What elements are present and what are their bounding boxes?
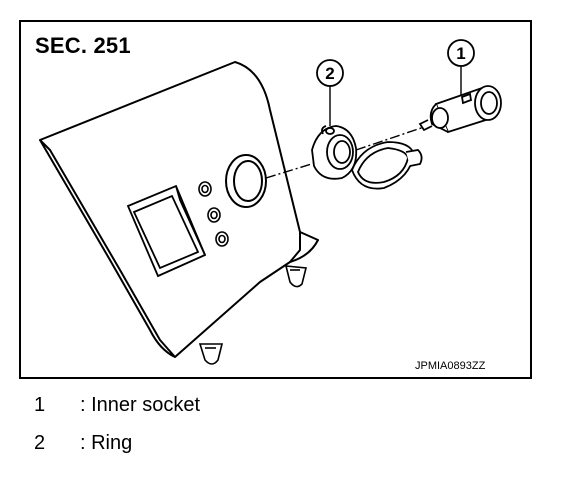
callout-2-number: 2 — [325, 64, 334, 83]
ring-part — [311, 125, 423, 190]
mounting-clip — [198, 265, 308, 365]
legend-description: : Ring — [80, 432, 133, 454]
figure-code: JPMIA0893ZZ — [415, 360, 486, 372]
socket-opening — [225, 154, 267, 208]
callout-1-number: 1 — [456, 44, 465, 63]
switch-block — [126, 184, 207, 278]
callout-2: 2 — [316, 59, 344, 126]
alignment-line — [265, 124, 431, 179]
callout-1: 1 — [447, 39, 475, 95]
control-knobs — [198, 181, 229, 247]
legend-number: 1 — [34, 394, 46, 416]
legend-number: 2 — [34, 432, 46, 454]
inner-socket-part — [418, 85, 502, 134]
legend-description: : Inner socket — [80, 394, 201, 416]
section-label: SEC. 251 — [35, 33, 131, 58]
